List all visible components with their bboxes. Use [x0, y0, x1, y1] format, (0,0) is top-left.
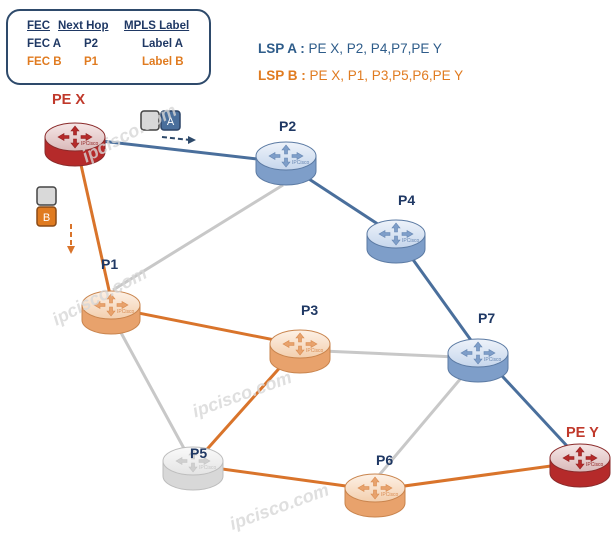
packet-b-label-box	[36, 206, 57, 227]
node-label-p2: P2	[279, 118, 297, 134]
watermark-3: ipcisco.com	[190, 367, 295, 421]
node-label-p1: P1	[101, 256, 119, 272]
fec-row-b-fec: FEC B	[27, 56, 62, 68]
packet-a-label-box	[160, 110, 181, 131]
router-p1-caption: IPCisco	[117, 309, 134, 315]
router-p1-top	[81, 290, 141, 320]
lsp-b-text: LSP B : PE X, P1, P3,P5,P6,PE Y	[258, 68, 463, 83]
router-p7-caption: IPCisco	[484, 357, 501, 363]
router-p2-top	[255, 141, 317, 171]
router-arrows-icon	[357, 476, 393, 500]
router-arrows-icon	[175, 449, 211, 473]
node-label-p3: P3	[301, 302, 319, 318]
packet-a: A	[140, 110, 196, 144]
router-pex-top	[44, 122, 106, 152]
lsp-b-name: LSP B :	[258, 68, 306, 83]
lsp-a-name: LSP A :	[258, 41, 305, 56]
packet-a-header	[140, 110, 160, 131]
router-pey-top	[549, 443, 611, 473]
packet-b: B	[36, 186, 75, 254]
link-p2-p1	[112, 183, 284, 292]
router-arrows-icon	[562, 446, 598, 470]
node-label-p4: P4	[398, 192, 416, 208]
fec-row-a-next-hop: P2	[84, 38, 99, 50]
node-label-p7: P7	[478, 310, 496, 326]
router-p6[interactable]: IPCisco	[344, 473, 406, 518]
router-p1[interactable]: IPCisco	[81, 290, 141, 335]
node-label-p5: P5	[190, 445, 208, 461]
router-p4-caption: IPCisco	[402, 238, 419, 244]
link-pex-p1	[73, 137, 115, 309]
router-p5-top	[162, 446, 224, 476]
router-arrows-icon	[378, 222, 414, 246]
fec-row-b-label: Label B	[142, 56, 184, 68]
router-p5[interactable]: IPCisco	[162, 446, 224, 491]
router-p2[interactable]: IPCisco	[255, 141, 317, 186]
lsp-a-text: LSP A : PE X, P2, P4,P7,PE Y	[258, 41, 442, 56]
router-p6-top	[344, 473, 406, 503]
packet-a-arrowhead	[188, 136, 196, 144]
fec-row-a-label: Label A	[142, 38, 184, 50]
packet-b-label: B	[43, 212, 50, 224]
node-label-pex: PE X	[52, 92, 86, 108]
fec-header-next-hop: Next Hop	[58, 20, 109, 32]
router-pex-caption: IPCisco	[81, 141, 98, 147]
lsp-b-path: PE X, P1, P3,P5,P6,PE Y	[309, 68, 464, 83]
fec-row-b-next-hop: P1	[84, 56, 99, 68]
router-pey-caption: IPCisco	[586, 462, 603, 468]
fec-table: FEC Next Hop MPLS Label FEC A P2 Label A…	[6, 9, 211, 85]
router-arrows-icon	[93, 293, 129, 317]
router-p7-top	[447, 338, 509, 368]
router-p6-caption: IPCisco	[381, 492, 398, 498]
router-p3-top	[269, 329, 331, 359]
node-label-pey: PE Y	[566, 425, 599, 441]
router-p4-top	[366, 219, 426, 249]
router-arrows-icon	[57, 125, 93, 149]
router-p3[interactable]: IPCisco	[269, 329, 331, 374]
router-p3-caption: IPCisco	[306, 348, 323, 354]
fec-row-a-fec: FEC A	[27, 38, 62, 50]
packet-b-header	[36, 186, 57, 206]
node-label-p6: P6	[376, 452, 394, 468]
link-p1-p5	[111, 317, 195, 466]
router-arrows-icon	[460, 341, 496, 365]
link-p6-pey	[374, 460, 581, 492]
packet-b-arrowhead	[67, 246, 75, 254]
router-p2-caption: IPCisco	[292, 160, 309, 166]
router-p5-caption: IPCisco	[199, 465, 216, 471]
router-arrows-icon	[268, 144, 304, 168]
router-p7[interactable]: IPCisco	[447, 338, 509, 383]
router-p4[interactable]: IPCisco	[366, 219, 426, 264]
fec-header-mpls-label: MPLS Label	[124, 20, 190, 32]
fec-header-fec: FEC	[27, 20, 50, 32]
lsp-a-path: PE X, P2, P4,P7,PE Y	[308, 41, 442, 56]
packet-a-label: A	[167, 116, 175, 128]
router-pex[interactable]: IPCisco	[44, 122, 106, 167]
router-pey[interactable]: IPCisco	[549, 443, 611, 488]
link-p1-p3	[112, 306, 301, 347]
router-arrows-icon	[282, 332, 318, 356]
watermark-4: ipcisco.com	[227, 479, 332, 533]
packet-a-arrow	[161, 136, 191, 141]
link-pex-p2	[74, 136, 284, 164]
